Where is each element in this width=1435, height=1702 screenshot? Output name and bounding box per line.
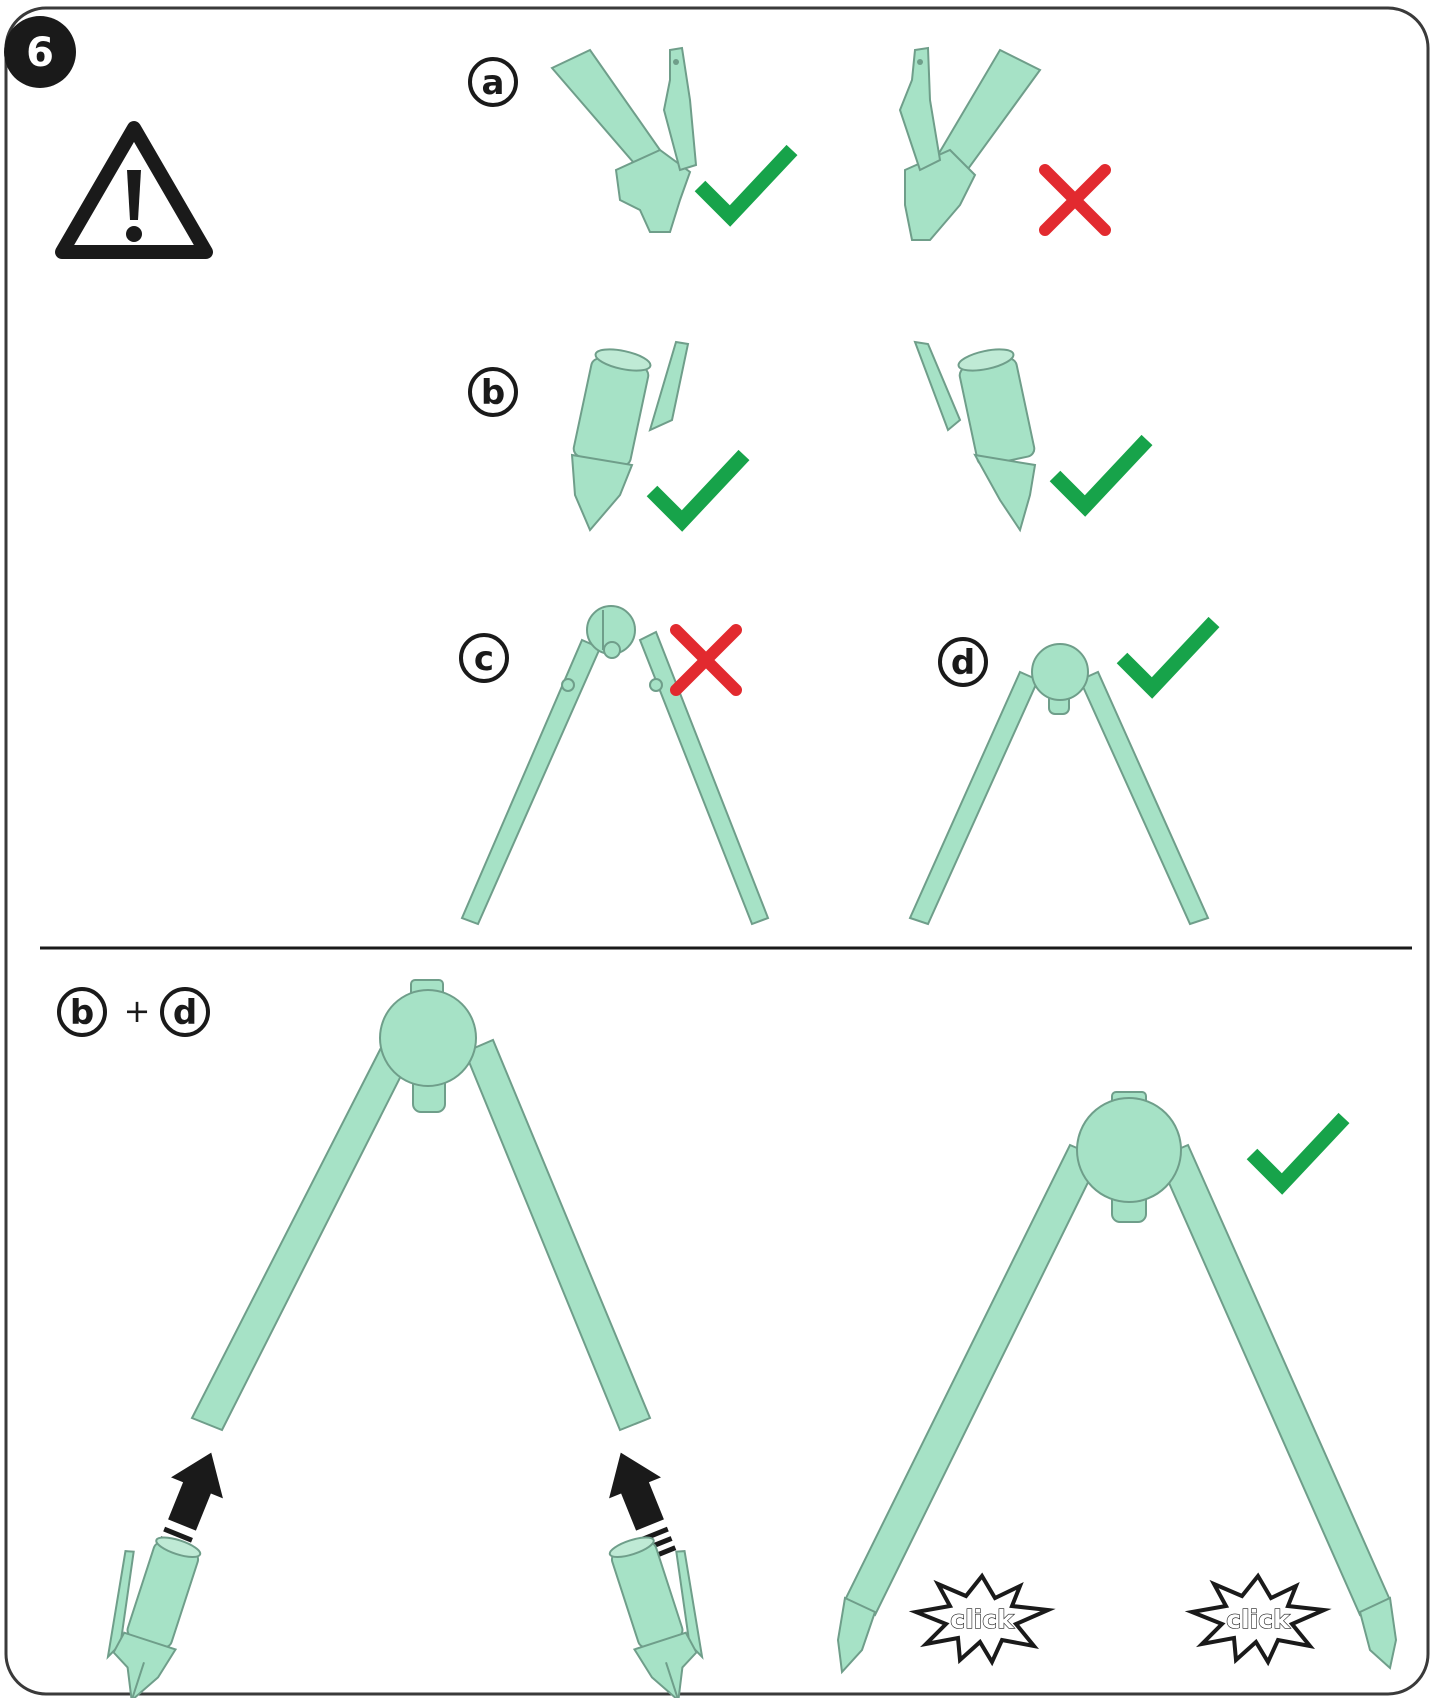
leg-assembly-d (908, 643, 1210, 926)
part-a-correct (550, 46, 698, 233)
part-b-right (913, 340, 1037, 533)
svg-text:d: d (951, 643, 975, 683)
step-number: 6 (26, 30, 54, 76)
svg-text:b: b (70, 993, 94, 1033)
label-d: d (938, 637, 988, 687)
svg-text:click: click (1226, 1605, 1291, 1634)
page-frame (4, 6, 1430, 1696)
svg-text:c: c (474, 639, 494, 679)
leg-assembly-after (836, 1091, 1398, 1675)
label-c: c (459, 633, 509, 683)
svg-text:click: click (950, 1605, 1015, 1634)
label-b: b (468, 367, 518, 417)
svg-text:a: a (482, 63, 505, 103)
label-a: a (468, 57, 518, 107)
svg-text:+: + (124, 992, 151, 1030)
part-b-left (570, 340, 690, 532)
click-burst-icon: click (914, 1574, 1050, 1664)
svg-text:b: b (481, 373, 505, 413)
part-a-wrong (898, 46, 1042, 241)
step-number-badge: 6 (4, 16, 76, 88)
warning-icon (55, 121, 213, 259)
click-burst-icon: click (1190, 1574, 1326, 1664)
leg-assembly-c (460, 605, 770, 926)
svg-text:d: d (173, 993, 197, 1033)
label-b-plus-d: b + d (57, 987, 210, 1037)
leg-assembly-before (190, 979, 652, 1432)
